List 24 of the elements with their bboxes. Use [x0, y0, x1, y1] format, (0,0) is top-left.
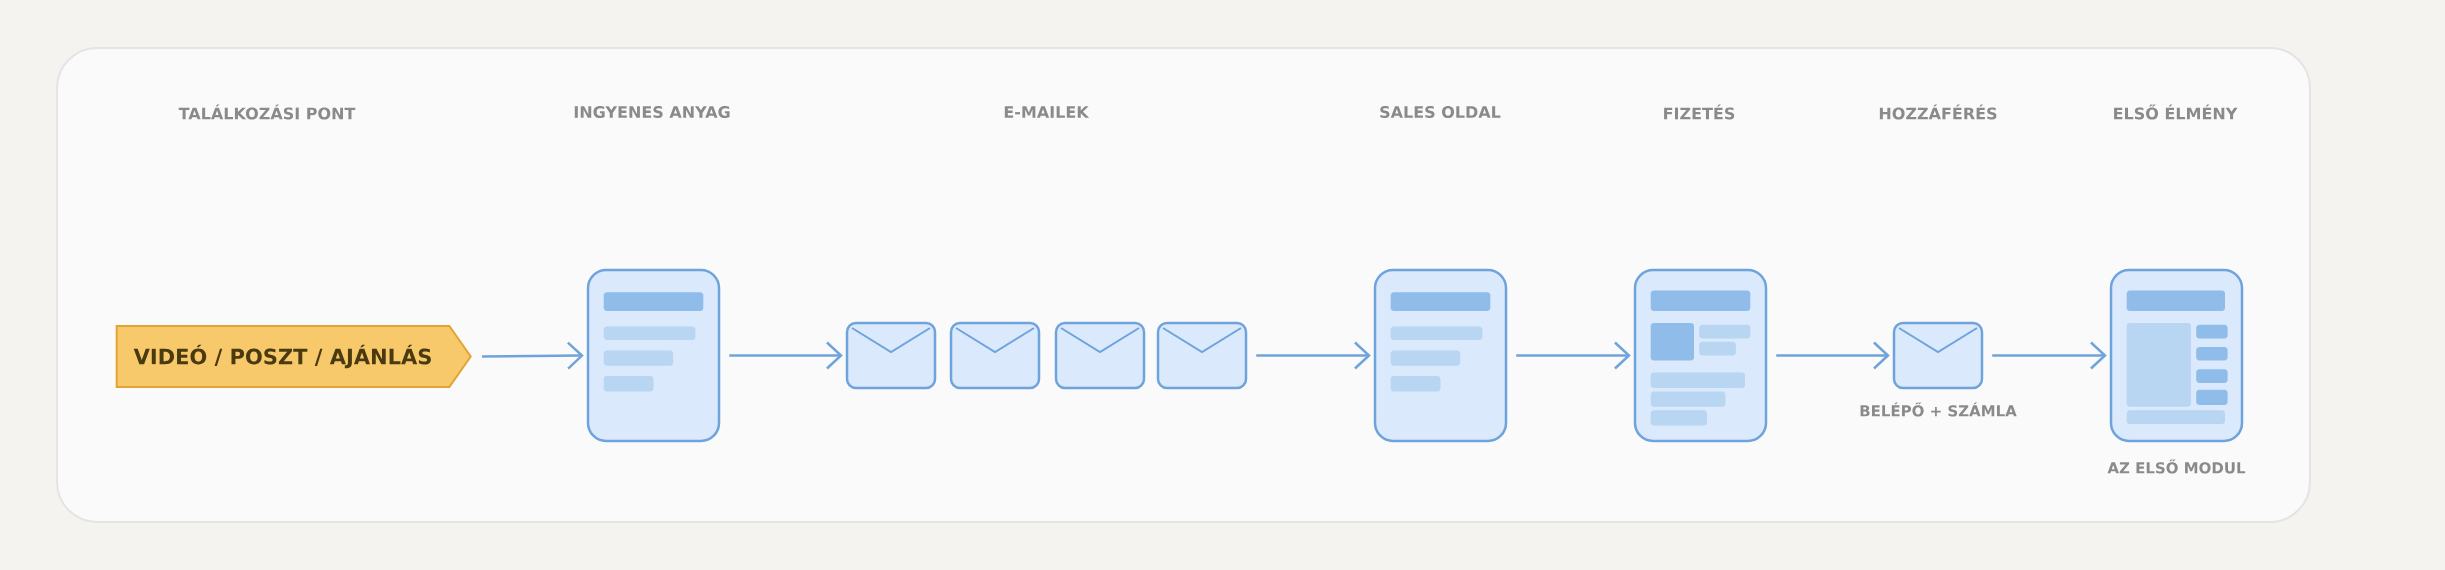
envelope-icon	[949, 321, 1041, 390]
column-heading: HOZZÁFÉRÉS	[1879, 104, 1997, 120]
arrow	[1992, 341, 2107, 370]
column-heading: E-MAILEK	[1004, 106, 1090, 118]
envelope-icon	[1156, 321, 1248, 390]
column-heading: TALÁLKOZÁSI PONT	[178, 104, 356, 120]
arrow	[1256, 341, 1371, 370]
page-icon	[1373, 268, 1508, 443]
page-icon	[1633, 268, 1768, 443]
column-heading: ELSŐ ÉLMÉNY	[2114, 104, 2238, 120]
column-heading: INGYENES ANYAG	[574, 105, 730, 119]
column-heading: FIZETÉS	[1664, 104, 1735, 120]
arrow	[1516, 341, 1631, 370]
envelope-icon	[1054, 321, 1146, 390]
arrow	[729, 341, 843, 370]
caption-text: BELÉPŐ + SZÁMLA	[1860, 402, 2017, 417]
envelope-icon	[845, 321, 937, 390]
page-icon	[586, 268, 721, 443]
page-icon	[2109, 268, 2244, 443]
caption-text: AZ ELSŐ MODUL	[2107, 459, 2246, 474]
arrow	[1776, 341, 1890, 370]
envelope-icon	[1892, 321, 1984, 390]
arrow	[481, 341, 584, 370]
column-heading: SALES OLDAL	[1380, 105, 1501, 119]
